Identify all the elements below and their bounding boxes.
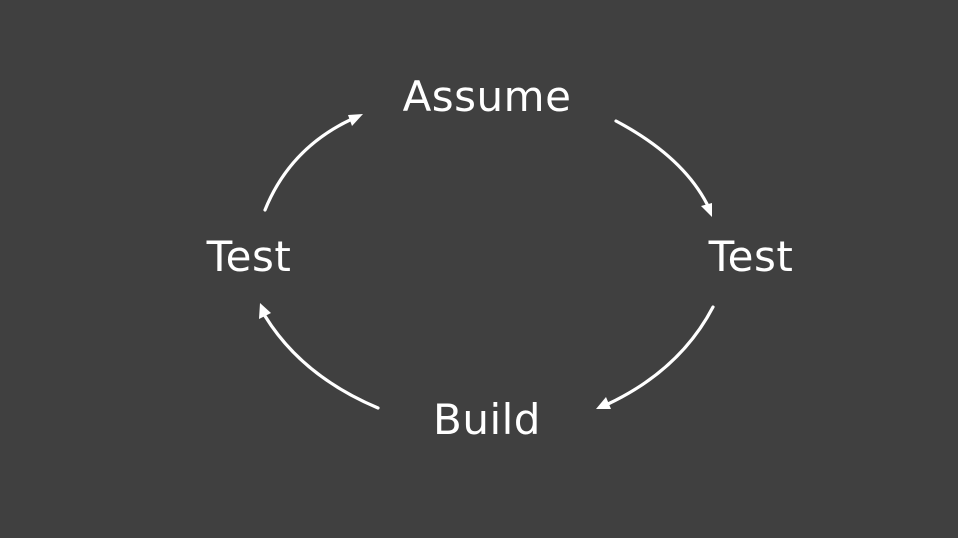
arrowhead [701, 203, 712, 217]
arrow-build-to-test-left [259, 303, 380, 410]
arrow-test-left-to-assume [263, 114, 363, 212]
arrowhead [596, 397, 611, 409]
arrow-line [614, 119, 709, 206]
node-test-left: Test [206, 232, 292, 281]
arrow-line [263, 314, 380, 410]
node-test-right: Test [708, 232, 794, 281]
arrowhead [348, 114, 363, 126]
arrowhead [259, 303, 271, 319]
arrow-line [263, 117, 354, 212]
arrow-line [606, 305, 715, 406]
node-build: Build [433, 395, 541, 444]
node-assume: Assume [402, 72, 572, 121]
arrow-assume-to-test-right [614, 119, 712, 217]
arrow-test-right-to-build [596, 305, 715, 409]
